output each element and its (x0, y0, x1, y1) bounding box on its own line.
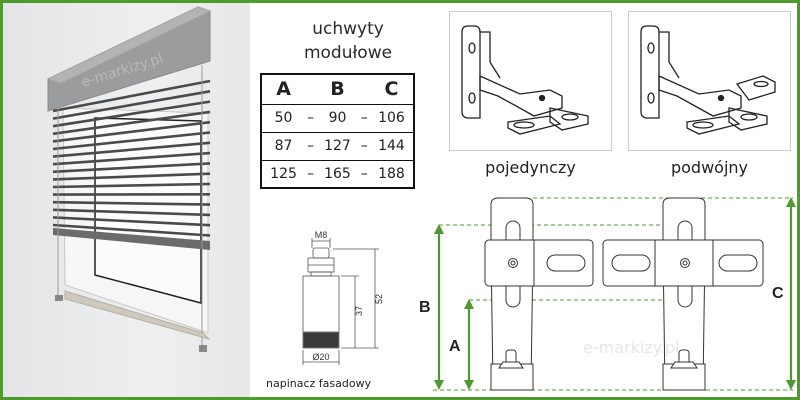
cell-c: 188 (378, 165, 405, 182)
label-b: B (419, 299, 431, 316)
separator: – (360, 110, 368, 126)
blind-slat (52, 200, 211, 206)
facade-blind-photo: e-markizy.pl (3, 3, 250, 397)
blind-illustration: e-markizy.pl (47, 6, 211, 352)
double-bracket-image (628, 11, 791, 151)
double-bracket-drawing (640, 25, 776, 135)
column-header-c: C (384, 78, 399, 101)
bracket-clamp-top (735, 75, 776, 101)
tensioner-label: napinacz fasadowy (266, 377, 372, 390)
bracket-clamp-left (686, 115, 741, 135)
thread-label: M8 (315, 230, 328, 240)
title-line-2: modułowe (303, 43, 393, 63)
tensioner-body (302, 275, 340, 349)
cell-b: 90 (328, 110, 347, 126)
single-bracket-image (449, 11, 612, 151)
table-row: 87 – 127 – 144 (261, 132, 414, 160)
blind-slat (52, 216, 211, 227)
bracket-arm (658, 74, 742, 117)
single-bracket-label: pojedynczy (485, 158, 576, 177)
blind-slats (52, 79, 211, 237)
height-37-label: 37 (354, 306, 364, 316)
separator: – (360, 138, 368, 154)
section-title: uchwyty modułowe (273, 17, 423, 65)
cell-b: 165 (324, 165, 351, 182)
column-header-a: A (276, 78, 291, 101)
dimension-table: A B C 50 – 90 – 106 87 – 127 – 144 125 –… (260, 73, 415, 189)
bracket-clamp-left (507, 115, 562, 135)
blind-slat (52, 141, 211, 158)
single-bracket-drawing (461, 25, 589, 135)
separator: – (360, 165, 368, 182)
blind-slat (52, 172, 211, 181)
cell-a: 125 (270, 165, 297, 182)
blind-slat (52, 182, 211, 189)
tensioner-right (199, 345, 207, 352)
mounting-dimension-diagram: B A C e-markizy.pl (419, 197, 796, 391)
diameter-label: Ø20 (312, 352, 329, 362)
diagram-watermark: e-markizy.pl (583, 338, 680, 357)
label-c: C (772, 285, 784, 302)
tensioner-left (55, 295, 63, 301)
blind-slat (52, 151, 211, 166)
window-sill (64, 290, 211, 340)
blind-slat (52, 110, 211, 136)
bracket-plate (461, 25, 481, 119)
blind-slat (52, 223, 211, 237)
blind-slat (52, 120, 211, 143)
cell-c: 144 (378, 138, 405, 154)
bracket-plate (640, 25, 660, 119)
height-52-label: 52 (374, 294, 384, 304)
blind-slat (52, 131, 211, 151)
bottom-rail (53, 228, 210, 250)
separator: – (307, 110, 315, 126)
double-bracket-label: podwójny (670, 158, 749, 177)
separator: – (307, 165, 315, 182)
blind-slat (52, 162, 211, 174)
bracket-arm (479, 74, 563, 117)
blind-slat (52, 79, 211, 113)
cell-c: 106 (378, 110, 405, 126)
table-row: 125 – 165 – 188 (261, 160, 414, 188)
cell-a: 50 (274, 110, 293, 126)
blind-slat (52, 90, 211, 120)
blind-slat (52, 100, 211, 128)
double-bracket-front-view (602, 197, 764, 391)
cell-a: 87 (274, 138, 293, 154)
table-row: 50 – 90 – 106 (261, 104, 414, 132)
label-a: A (449, 338, 461, 355)
cell-b: 127 (324, 138, 351, 154)
dimension-guides (433, 197, 793, 391)
tensioner-drawing: M8 37 52 Ø20 (302, 230, 384, 365)
table-header-row: A B C (261, 74, 414, 104)
bracket-clamp-right (728, 107, 768, 131)
column-header-b: B (330, 78, 345, 101)
title-line-1: uchwyty (312, 19, 384, 39)
headbox-top (48, 7, 210, 83)
single-bracket-front-view (484, 197, 594, 391)
bracket-clamp-right (549, 107, 589, 131)
blind-slat (52, 208, 211, 217)
separator: – (307, 138, 315, 154)
